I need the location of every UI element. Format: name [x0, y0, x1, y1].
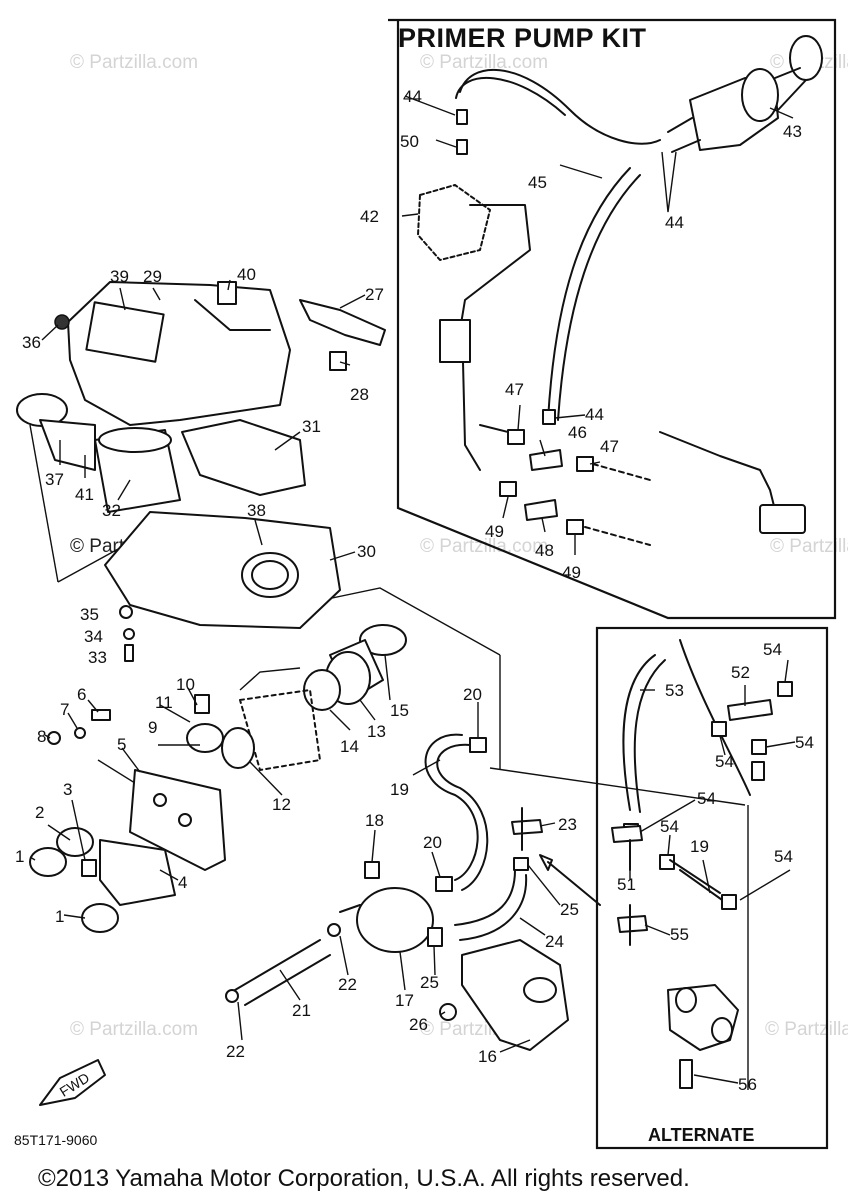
callout-26: 26: [409, 1015, 428, 1034]
callout-47: 47: [505, 380, 524, 399]
callout-29: 29: [143, 267, 162, 286]
callout-28: 28: [350, 385, 369, 404]
watermark: © Partzilla.com: [420, 536, 548, 557]
callout-1: 1: [15, 847, 24, 866]
callout-17: 17: [395, 991, 414, 1010]
callout-14: 14: [340, 737, 359, 756]
fuel-pump-parts: [225, 733, 601, 1051]
watermark: © Partzilla.com: [770, 536, 848, 557]
alternate-title: ALTERNATE: [648, 1125, 754, 1145]
diagram-code: 85T171-9060: [14, 1132, 98, 1148]
callout-23: 23: [558, 815, 577, 834]
callout-19: 19: [390, 780, 409, 799]
callout-48: 48: [535, 541, 554, 560]
callout-37: 37: [45, 470, 64, 489]
callout-4: 4: [178, 873, 187, 892]
callout-6: 6: [77, 685, 86, 704]
copyright-notice: ©2013 Yamaha Motor Corporation, U.S.A. A…: [38, 1165, 690, 1192]
callout-9: 9: [148, 718, 157, 737]
callout-25: 25: [420, 973, 439, 992]
callout-36: 36: [22, 333, 41, 352]
callout-19: 19: [690, 837, 709, 856]
callout-12: 12: [272, 795, 291, 814]
callout-43: 43: [783, 122, 802, 141]
kit-title: PRIMER PUMP KIT: [398, 23, 647, 53]
callout-18: 18: [365, 811, 384, 830]
callout-10: 10: [176, 675, 195, 694]
callout-52: 52: [731, 663, 750, 682]
callout-49: 49: [485, 522, 504, 541]
callout-2: 2: [35, 803, 44, 822]
callout-8: 8: [37, 727, 46, 746]
callout-39: 39: [110, 267, 129, 286]
callout-21: 21: [292, 1001, 311, 1020]
callout-13: 13: [367, 722, 386, 741]
callout-16: 16: [478, 1047, 497, 1066]
callout-5: 5: [117, 735, 126, 754]
callout-49: 49: [562, 563, 581, 582]
callout-34: 34: [84, 627, 103, 646]
callout-38: 38: [247, 501, 266, 520]
callout-54: 54: [795, 733, 814, 752]
callout-1: 1: [55, 907, 64, 926]
callout-32: 32: [102, 501, 121, 520]
callout-54: 54: [715, 752, 734, 771]
callout-3: 3: [63, 780, 72, 799]
callout-54: 54: [763, 640, 782, 659]
callout-46: 46: [568, 423, 587, 442]
callout-22: 22: [226, 1042, 245, 1061]
callout-40: 40: [237, 265, 256, 284]
callout-20: 20: [423, 833, 442, 852]
callout-35: 35: [80, 605, 99, 624]
alternate-parts: [611, 639, 793, 1089]
callout-24: 24: [545, 932, 564, 951]
callout-11: 11: [155, 693, 173, 712]
callout-42: 42: [360, 207, 379, 226]
callout-41: 41: [75, 485, 94, 504]
callout-55: 55: [670, 925, 689, 944]
airbox-parts: [16, 281, 386, 662]
callout-54: 54: [774, 847, 793, 866]
watermark: © Partzilla.com: [70, 1019, 198, 1040]
callout-numbers: 1 1 2 3 4 5 6 7 8 9 10 11 12 13 14 15 16…: [15, 87, 814, 1094]
watermark: © Partzilla.com: [70, 52, 198, 73]
callout-22: 22: [338, 975, 357, 994]
callout-30: 30: [357, 542, 376, 561]
primer-pump-parts: [417, 35, 823, 546]
callout-44: 44: [585, 405, 604, 424]
watermark: © Partzilla.com: [765, 1019, 848, 1040]
intake-parts: [29, 624, 407, 933]
callout-47: 47: [600, 437, 619, 456]
callout-20: 20: [463, 685, 482, 704]
callout-15: 15: [390, 701, 409, 720]
callout-31: 31: [302, 417, 321, 436]
callout-25: 25: [560, 900, 579, 919]
callout-54: 54: [660, 817, 679, 836]
watermark: © Partzilla.com: [420, 52, 548, 73]
callout-44: 44: [665, 213, 684, 232]
callout-33: 33: [88, 648, 107, 667]
callout-45: 45: [528, 173, 547, 192]
callout-54: 54: [697, 789, 716, 808]
callout-51: 51: [617, 875, 636, 894]
callout-56: 56: [738, 1075, 757, 1094]
callout-53: 53: [665, 681, 684, 700]
callout-44: 44: [403, 87, 422, 106]
forward-arrow-icon: FWD: [39, 1059, 106, 1106]
callout-7: 7: [60, 700, 69, 719]
callout-27: 27: [365, 285, 384, 304]
primer-pump-kit-box: PRIMER PUMP KIT: [388, 18, 837, 620]
alternate-box: ALTERNATE: [595, 626, 829, 1150]
callout-50: 50: [400, 132, 419, 151]
group-leaders: [29, 424, 749, 1090]
callout-leaders: [29, 95, 796, 1084]
